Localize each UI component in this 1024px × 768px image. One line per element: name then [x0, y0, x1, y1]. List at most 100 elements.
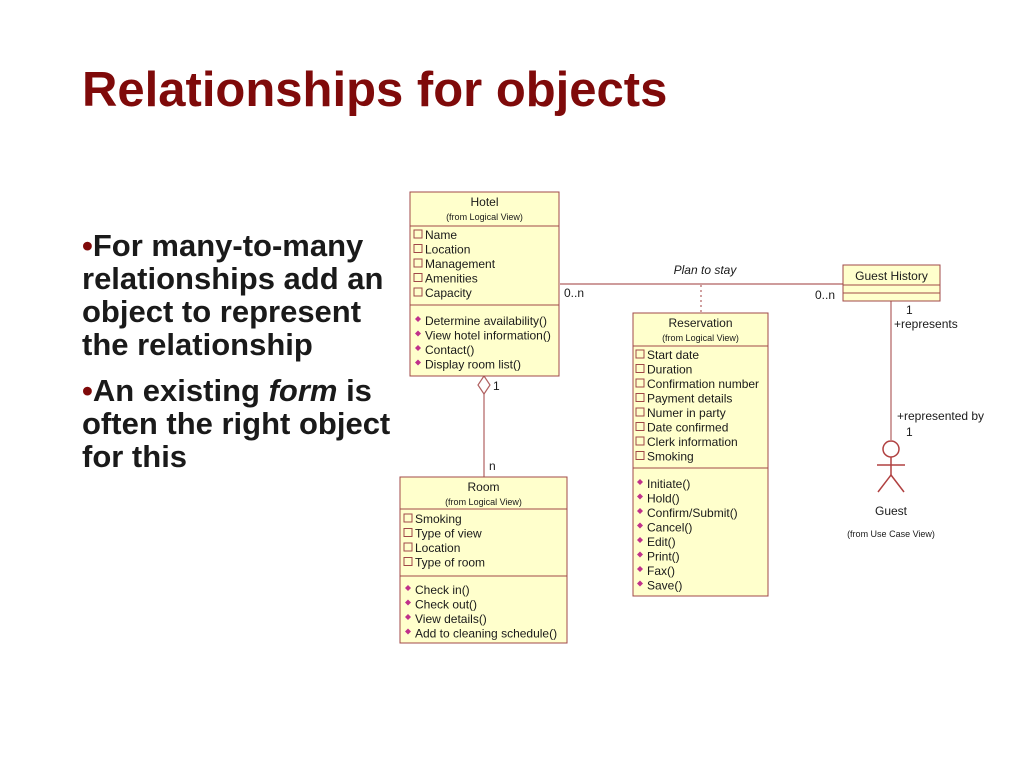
- class-operation: Check out(): [415, 598, 477, 612]
- actor-leg-left: [877, 474, 892, 493]
- class-attribute: Type of view: [415, 527, 482, 541]
- mult-hotel: 0..n: [564, 286, 584, 300]
- bullet-text-2a: An existing: [92, 373, 269, 409]
- class-attribute: Start date: [647, 348, 699, 362]
- class-attribute: Date confirmed: [647, 421, 728, 435]
- class-operation: Check in(): [415, 583, 470, 597]
- mult-hotel-room-many: n: [489, 459, 496, 473]
- attribute-icon: [403, 542, 413, 552]
- bullet-marker: •: [82, 228, 93, 263]
- attribute-icon: [403, 557, 413, 566]
- class-attribute: Capacity: [425, 286, 472, 300]
- class-operation: Determine availability(): [425, 314, 547, 328]
- class-operation: View details(): [415, 612, 487, 626]
- operation-icon: [415, 330, 421, 337]
- operation-icon: [405, 628, 411, 635]
- class-operation: Confirm/Submit(): [647, 506, 738, 520]
- class-operation: Cancel(): [647, 521, 692, 535]
- role-represents: +represents: [894, 317, 958, 331]
- operation-icon: [637, 566, 643, 572]
- attribute-icon: [635, 451, 645, 460]
- operation-icon: [637, 551, 643, 558]
- class-attribute: Numer in party: [647, 406, 726, 420]
- actor-guest: Guest (from Use Case View): [847, 440, 935, 539]
- bullet-marker: •: [82, 373, 93, 409]
- class-reservation: Reservation (from Logical View) Start da…: [632, 312, 769, 597]
- actor-leg-right: [890, 474, 905, 493]
- class-reservation-operations: Initiate()Hold()Confirm/Submit()Cancel()…: [637, 477, 738, 593]
- slide-title: Relationships for objects: [82, 63, 668, 117]
- class-reservation-stereotype: (from Logical View): [662, 333, 739, 343]
- class-attribute: Management: [425, 257, 496, 271]
- class-reservation-name: Reservation: [668, 316, 732, 330]
- operation-icon: [405, 614, 411, 620]
- class-operation: Edit(): [647, 535, 676, 549]
- class-attribute: Type of room: [415, 556, 485, 570]
- class-hotel: Hotel (from Logical View) NameLocationMa…: [409, 191, 560, 377]
- attribute-icon: [635, 364, 645, 373]
- bullet-item-2: •An existing form is often the right obj…: [82, 375, 392, 474]
- attribute-icon: [413, 229, 423, 239]
- operation-icon: [405, 599, 411, 606]
- class-operation: Contact(): [425, 343, 474, 357]
- bullet-text-2b: is often the right object for this: [82, 373, 391, 475]
- class-attribute: Location: [415, 541, 460, 555]
- class-room-operations: Check in()Check out()View details()Add t…: [405, 583, 557, 641]
- class-attribute: Location: [425, 243, 470, 257]
- class-operation: Fax(): [647, 564, 675, 578]
- mult-hotel-room-one: 1: [493, 379, 500, 393]
- attribute-icon: [413, 258, 423, 268]
- attribute-icon: [413, 287, 423, 297]
- operation-icon: [637, 580, 643, 587]
- class-attribute: Smoking: [415, 512, 462, 526]
- operation-icon: [415, 316, 421, 322]
- operation-icon: [637, 508, 643, 514]
- bullet-text-2-italic: form: [268, 373, 338, 409]
- class-attribute: Payment details: [647, 392, 732, 406]
- class-hotel-name: Hotel: [470, 195, 498, 209]
- class-operation: View hotel information(): [425, 329, 551, 343]
- attribute-icon: [413, 244, 423, 253]
- assoc-label-plan-to-stay: Plan to stay: [674, 263, 738, 277]
- aggregation-diamond-icon: [477, 374, 491, 396]
- actor-guest-name: Guest: [875, 504, 908, 518]
- mult-history: 0..n: [815, 288, 835, 302]
- attribute-icon: [635, 378, 645, 388]
- bullet-list: •For many-to-many relationships add an o…: [82, 228, 392, 488]
- class-attribute: Smoking: [647, 450, 694, 464]
- class-operation: Save(): [647, 579, 682, 593]
- operation-icon: [405, 585, 411, 591]
- bullet-item-1: •For many-to-many relationships add an o…: [82, 228, 392, 361]
- operation-icon: [637, 493, 643, 500]
- class-guest-history-name: Guest History: [855, 269, 928, 283]
- class-attribute: Confirmation number: [647, 377, 759, 391]
- attribute-icon: [413, 273, 423, 282]
- attribute-icon: [635, 407, 645, 417]
- class-hotel-stereotype: (from Logical View): [446, 212, 523, 222]
- class-operation: Display room list(): [425, 358, 521, 372]
- operation-icon: [637, 522, 643, 529]
- mult-history-one: 1: [906, 303, 913, 317]
- attribute-icon: [403, 513, 413, 523]
- actor-head: [882, 440, 900, 458]
- class-operation: Add to cleaning schedule(): [415, 627, 557, 641]
- mult-guest-one: 1: [906, 425, 913, 439]
- class-attribute: Name: [425, 228, 457, 242]
- operation-icon: [637, 537, 643, 543]
- attribute-icon: [635, 393, 645, 402]
- class-room-name: Room: [467, 480, 499, 494]
- attribute-icon: [635, 436, 645, 446]
- actor-guest-stereotype: (from Use Case View): [847, 529, 935, 539]
- operation-icon: [415, 359, 421, 366]
- operation-icon: [415, 345, 421, 351]
- class-operation: Initiate(): [647, 477, 690, 491]
- class-attribute: Clerk information: [647, 435, 738, 449]
- class-operation: Hold(): [647, 492, 680, 506]
- class-guest-history: Guest History: [842, 264, 941, 302]
- operation-icon: [637, 479, 643, 485]
